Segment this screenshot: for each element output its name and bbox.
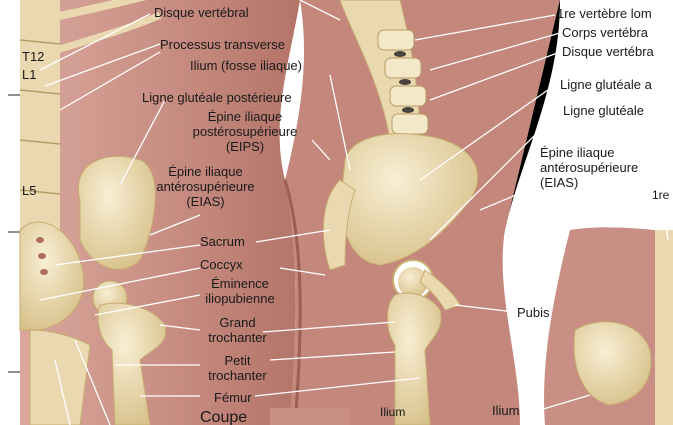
label-eias-left: Épine iliaque antérosupérieure (EIAS) — [143, 164, 268, 209]
label-grand-trochanter: Grand trochanter — [200, 315, 275, 345]
label-l1: L1 — [22, 67, 36, 82]
label-vertebre-lombaire: 1re vertèbre lom — [557, 6, 652, 21]
label-ilium-bottom: Ilium — [380, 405, 405, 420]
label-processus-transverse: Processus transverse — [160, 37, 285, 52]
label-coccyx: Coccyx — [200, 257, 243, 272]
label-femur: Fémur — [214, 390, 252, 405]
label-petit-trochanter: Petit trochanter — [200, 353, 275, 383]
label-disque-vertebral-right: Disque vertébra — [562, 44, 654, 59]
label-coupe: Coupe — [200, 410, 247, 425]
label-first-right: 1re — [652, 188, 669, 203]
label-eminence: Éminence iliopubienne — [190, 276, 290, 306]
label-ligne-glut-a: Ligne glutéale a — [560, 77, 652, 92]
label-ligne-glut: Ligne glutéale — [563, 103, 644, 118]
label-eips: Épine iliaque postérosupérieure (EIPS) — [170, 109, 320, 154]
page-margin — [0, 0, 20, 425]
label-l5: L5 — [22, 183, 36, 198]
label-ilium-fosse: Ilium (fosse iliaque) — [190, 58, 302, 73]
label-ilium-right: Ilium — [492, 403, 519, 418]
label-pubis: Pubis — [517, 305, 550, 320]
label-corps-vertebral: Corps vertébra — [562, 25, 648, 40]
label-eias-right: Épine iliaque antérosupérieure (EIAS) — [540, 145, 638, 190]
label-t12: T12 — [22, 49, 44, 64]
label-ligne-glut-post: Ligne glutéale postérieure — [142, 90, 292, 105]
label-sacrum: Sacrum — [200, 234, 245, 249]
label-disque-vertebral-left: Disque vertébral — [154, 5, 249, 20]
